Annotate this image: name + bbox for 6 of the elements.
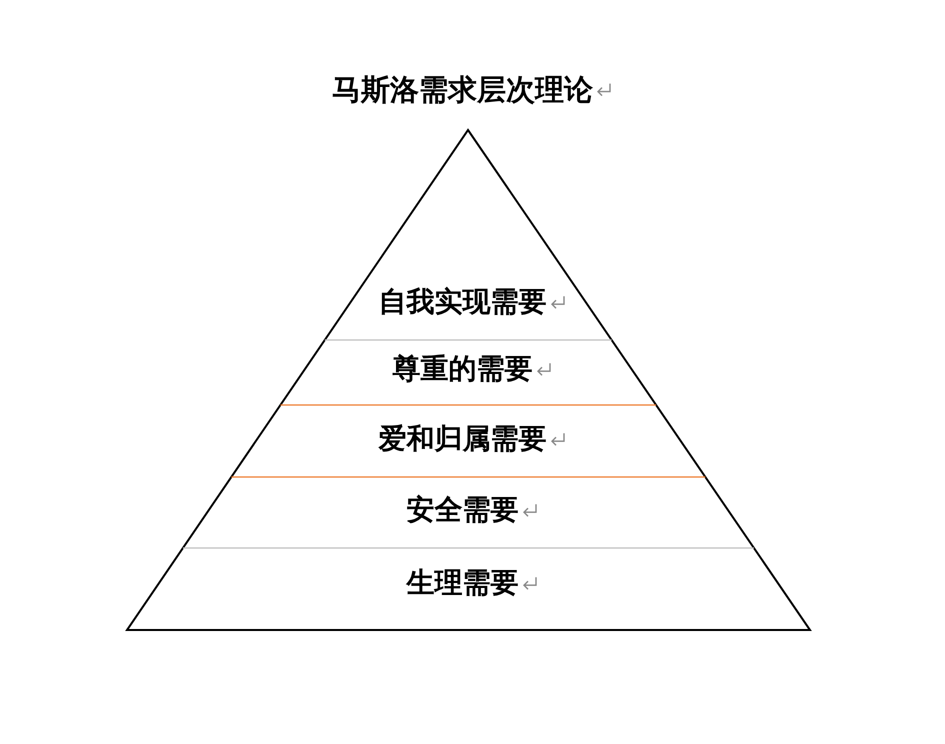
level-label: 生理需要	[406, 566, 518, 600]
level-label: 自我实现需要	[378, 285, 546, 319]
diagram-title: 马斯洛需求层次理论	[332, 72, 593, 108]
level-label: 爱和归属需要	[378, 422, 546, 456]
level-label: 尊重的需要	[392, 352, 532, 386]
level-label: 安全需要	[406, 493, 518, 527]
